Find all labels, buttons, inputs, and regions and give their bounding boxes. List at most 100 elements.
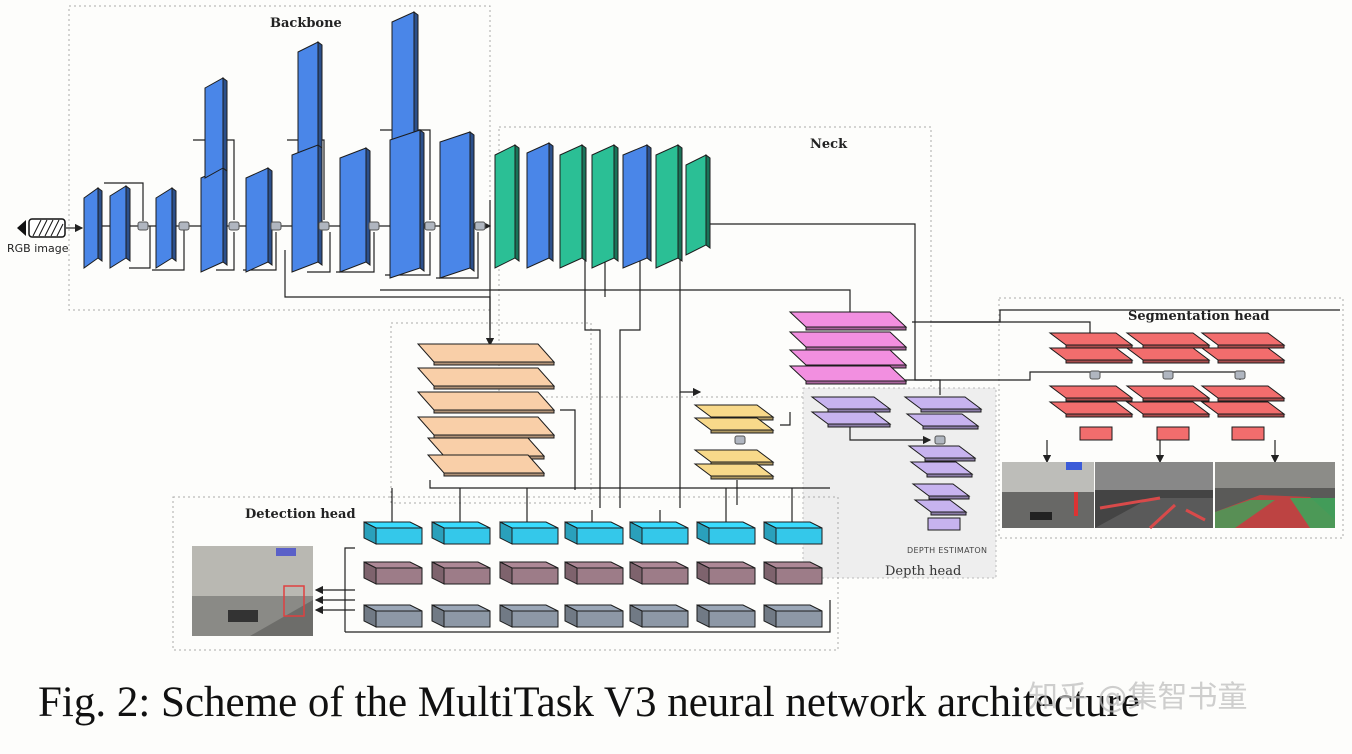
seg-plate-edge [1142, 397, 1210, 402]
merge-node [1234, 370, 1246, 380]
det-box-cyan-front [641, 527, 689, 545]
backbone-layer [339, 147, 367, 273]
det-box-mauve-front [775, 567, 823, 585]
depth-output [927, 517, 961, 531]
det-box-mauve-front [576, 567, 624, 585]
neck-plate [788, 365, 908, 382]
det-box-slate-front [576, 610, 624, 628]
backbone-layer [83, 187, 99, 269]
depth-plate-edge [922, 425, 979, 430]
seg-plate-edge [1065, 397, 1133, 402]
det-box-mauve-front [443, 567, 491, 585]
yellow-plate-edge [710, 475, 774, 480]
peach-plate [416, 343, 556, 363]
depth-plate-edge [827, 423, 891, 428]
det-box-slate-front [641, 610, 689, 628]
peach-plate-edge [433, 434, 555, 439]
depth-plate-edge [928, 495, 970, 500]
neck-layer-side [646, 144, 652, 262]
peach-plate-edge [443, 472, 545, 477]
merge-node [1162, 370, 1174, 380]
depth-plate-edge [920, 408, 982, 413]
seg-plate-edge [1217, 413, 1285, 418]
backbone-layer [291, 144, 319, 273]
yellow-plate [693, 463, 775, 477]
seg-output [1156, 426, 1190, 441]
architecture-diagram: Backbone Neck Segmentation head Detectio… [7, 5, 1344, 651]
neck-layer-side [548, 142, 554, 262]
seg-plate-edge [1217, 359, 1285, 364]
backbone-layer-side [171, 187, 177, 262]
det-box-cyan-front [443, 527, 491, 545]
backbone-layer [155, 187, 173, 269]
yellow-plate [693, 449, 775, 463]
neck-plate-edge [805, 326, 907, 331]
peach-plate-edge [433, 361, 555, 366]
depth-estimator-label: DEPTH ESTIMATON [907, 546, 987, 555]
depth-plate-edge [930, 511, 967, 516]
seg-plate-edge [1065, 359, 1133, 364]
backbone-layer-side [419, 129, 425, 272]
backbone-layer-side [125, 185, 131, 262]
merge-node [368, 221, 380, 231]
backbone-layer [297, 41, 319, 161]
detection-output-image [192, 546, 313, 636]
backbone-layer-side [317, 41, 323, 154]
seg-plate [1048, 332, 1134, 346]
backbone-layer [109, 185, 127, 269]
neck-plate [788, 349, 908, 366]
seg-plate-edge [1142, 359, 1210, 364]
neck-layer-side [677, 144, 683, 262]
seg-plate [1048, 385, 1134, 399]
backbone-layer [245, 167, 269, 273]
neck-layer-side [705, 154, 711, 249]
backbone-layer [389, 129, 421, 279]
merge-node [424, 221, 436, 231]
det-box-cyan-front [511, 527, 559, 545]
merge-node [318, 221, 330, 231]
seg-plate [1125, 401, 1211, 415]
seg-plate [1125, 385, 1211, 399]
backbone-layer-side [222, 167, 228, 266]
seg-plate [1125, 347, 1211, 361]
backbone-layer-side [267, 167, 273, 266]
merge-node [734, 435, 746, 445]
blocks [83, 11, 1286, 628]
det-box-slate-front [375, 610, 423, 628]
merge-node [137, 221, 149, 231]
peach-plate-edge [433, 385, 555, 390]
neck-layer [526, 142, 550, 269]
merge-node [228, 221, 240, 231]
neck-title: Neck [810, 137, 848, 152]
neck-layer [685, 154, 707, 256]
det-box-slate-front [775, 610, 823, 628]
det-box-slate-front [708, 610, 756, 628]
segmentation-title: Segmentation head [1128, 309, 1269, 324]
seg-plate [1200, 385, 1286, 399]
detection-title: Detection head [245, 507, 356, 522]
detection-box [172, 496, 839, 651]
seg-plate-edge [1217, 397, 1285, 402]
peach-plate [426, 454, 546, 474]
seg-output [1079, 426, 1113, 441]
backbone-layer-side [365, 147, 371, 266]
det-box-mauve-front [511, 567, 559, 585]
seg-plate-edge [1217, 344, 1285, 349]
backbone-layer [200, 167, 224, 273]
neck-layer [622, 144, 648, 269]
peach-plate [416, 367, 556, 387]
seg-plate [1200, 347, 1286, 361]
peach-plate [426, 437, 546, 457]
yellow-plate [693, 404, 775, 418]
neck-box [498, 126, 932, 398]
neck-layer-side [514, 144, 520, 262]
merge-node [270, 221, 282, 231]
figure-caption: Fig. 2: Scheme of the MultiTask V3 neura… [38, 679, 1140, 726]
peach-plate [416, 416, 556, 436]
segmentation-output-images [1002, 462, 1335, 530]
seg-output [1231, 426, 1265, 441]
seg-plate [1125, 332, 1211, 346]
neck-layer [655, 144, 679, 269]
peach-box [390, 322, 592, 504]
